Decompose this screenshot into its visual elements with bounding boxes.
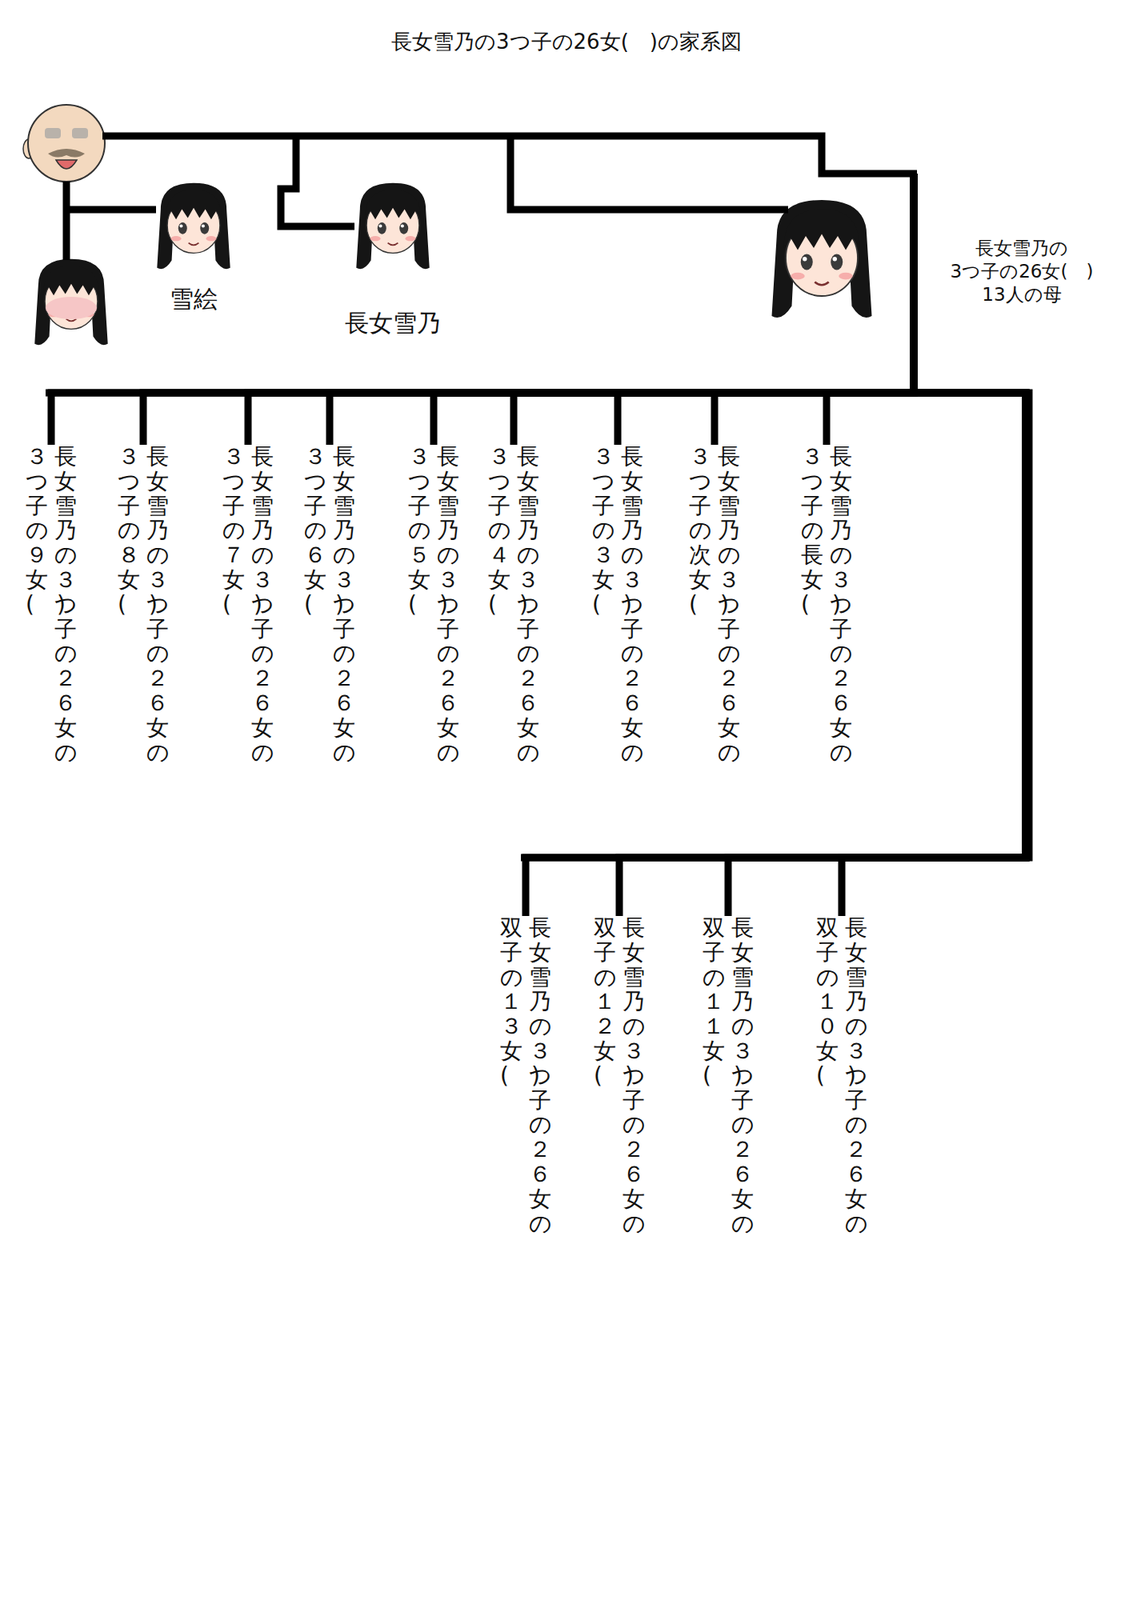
child-node: 長女雪乃の３つ子の２６女の ３つ子の８女( )	[117, 444, 169, 765]
tree-connector	[433, 173, 914, 445]
child-node: 長女雪乃の３つ子の２６女の 双子の１０女( )	[816, 916, 868, 1237]
diagram-title: 長女雪乃の3つ子の26女( )の家系図	[0, 28, 1133, 57]
label-column: 長女雪乃の３つ子の２６女の	[829, 444, 853, 765]
label-column: 長女雪乃の３つ子の２６女の	[54, 444, 77, 765]
tree-connector	[51, 173, 914, 445]
tree-connector	[248, 173, 914, 445]
child-node: 長女雪乃の３つ子の２６女の ３つ子の７女( )	[222, 444, 274, 765]
label-column: 双子の１１女( )	[702, 916, 725, 1089]
child-node: 長女雪乃の３つ子の２６女の ３つ子の長女( )	[800, 444, 853, 765]
vertical-label: 長女雪乃の３つ子の２６女の 双子の１１女( )	[702, 916, 754, 1237]
child-node: 長女雪乃の３つ子の２６女の ３つ子の６女( )	[304, 444, 356, 765]
child-node: 長女雪乃の３つ子の２６女の 双子の１２女( )	[593, 916, 645, 1237]
vertical-label: 長女雪乃の３つ子の２６女の ３つ子の長女( )	[800, 444, 853, 765]
tree-connector	[826, 173, 914, 445]
label-column: 長女雪乃の３つ子の２６女の	[332, 444, 356, 765]
grandmother-face	[34, 259, 108, 346]
label-column: 長女雪乃の３つ子の２６女の	[436, 444, 460, 765]
label-column: 長女雪乃の３つ子の２６女の	[251, 444, 274, 765]
label-column: 長女雪乃の３つ子の２６女の	[620, 444, 644, 765]
label-column: ３つ子の次女( )	[688, 444, 712, 618]
child-node: 長女雪乃の３つ子の２６女の 双子の１３女( )	[500, 916, 552, 1237]
blur-mask	[45, 296, 97, 320]
label-column: 長女雪乃の３つ子の２６女の	[844, 916, 868, 1237]
label-column: 双子の１３女( )	[500, 916, 523, 1089]
child-node: 長女雪乃の３つ子の２６女の 双子の１１女( )	[702, 916, 754, 1237]
yukino-face	[356, 183, 429, 270]
mother-label: 長女雪乃の 3つ子の26女( ) 13人の母	[948, 236, 1096, 306]
vertical-label: 長女雪乃の３つ子の２６女の ３つ子の５女( )	[408, 444, 460, 765]
mother-face	[772, 200, 873, 318]
label-column: 長女雪乃の３つ子の２６女の	[516, 444, 540, 765]
grandfather-face	[23, 104, 105, 182]
vertical-label: 長女雪乃の３つ子の２６女の ３つ子の７女( )	[222, 444, 274, 765]
tree-connector	[728, 173, 1026, 917]
label-column: 長女雪乃の３つ子の２６女の	[731, 916, 754, 1237]
label-column: ３つ子の７女( )	[222, 444, 245, 618]
label-column: ３つ子の長女( )	[800, 444, 824, 618]
tree-connector	[513, 173, 914, 445]
label-column: ３つ子の５女( )	[408, 444, 431, 618]
vertical-label: 長女雪乃の３つ子の２６女の ３つ子の次女( )	[688, 444, 741, 765]
vertical-label: 長女雪乃の３つ子の２６女の ３つ子の６女( )	[304, 444, 356, 765]
vertical-label: 長女雪乃の３つ子の２６女の ３つ子の４女( )	[488, 444, 540, 765]
label-column: ３つ子の６女( )	[304, 444, 327, 618]
vertical-label: 長女雪乃の３つ子の２６女の 双子の１３女( )	[500, 916, 552, 1237]
label-column: 長女雪乃の３つ子の２６女の	[528, 916, 552, 1237]
person-node: 長女雪乃	[312, 177, 473, 338]
tree-connector	[619, 173, 1026, 917]
label-column: 長女雪乃の３つ子の２６女の	[622, 916, 645, 1237]
vertical-label: 長女雪乃の３つ子の２６女の ３つ子の３女( )	[592, 444, 644, 765]
mother-node: 長女雪乃の 3つ子の26女( ) 13人の母	[756, 173, 1101, 342]
label-column: ３つ子の４女( )	[488, 444, 511, 618]
label-column: 長女雪乃の３つ子の２６女の	[146, 444, 169, 765]
person-node: 雪絵	[141, 177, 246, 314]
label-column: ３つ子の９女( )	[25, 444, 49, 618]
tree-connector	[714, 173, 914, 445]
tree-lines	[45, 136, 1029, 858]
label-column: ３つ子の３女( )	[592, 444, 615, 618]
label-column: ３つ子の８女( )	[117, 444, 141, 618]
child-node: 長女雪乃の３つ子の２６女の ３つ子の４女( )	[488, 444, 540, 765]
name-label: 長女雪乃	[312, 308, 473, 338]
vertical-label: 長女雪乃の３つ子の２６女の 双子の１２女( )	[593, 916, 645, 1237]
yukie-face	[156, 183, 230, 270]
child-node: 長女雪乃の３つ子の２６女の ３つ子の次女( )	[688, 444, 741, 765]
name-label: 雪絵	[141, 284, 246, 314]
tree-connector	[617, 173, 914, 445]
child-node: 長女雪乃の３つ子の２６女の ３つ子の９女( )	[25, 444, 77, 765]
vertical-label: 長女雪乃の３つ子の２６女の ３つ子の９女( )	[25, 444, 77, 765]
child-node: 長女雪乃の３つ子の２６女の ３つ子の３女( )	[592, 444, 644, 765]
vertical-label: 長女雪乃の３つ子の２６女の ３つ子の８女( )	[117, 444, 169, 765]
label-column: 双子の１２女( )	[593, 916, 617, 1089]
child-node: 長女雪乃の３つ子の２６女の ３つ子の５女( )	[408, 444, 460, 765]
label-column: 長女雪乃の３つ子の２６女の	[717, 444, 741, 765]
tree-connector	[143, 173, 914, 445]
vertical-label: 長女雪乃の３つ子の２６女の 双子の１０女( )	[816, 916, 868, 1237]
tree-connector	[525, 173, 1026, 917]
label-column: 双子の１０女( )	[816, 916, 839, 1089]
